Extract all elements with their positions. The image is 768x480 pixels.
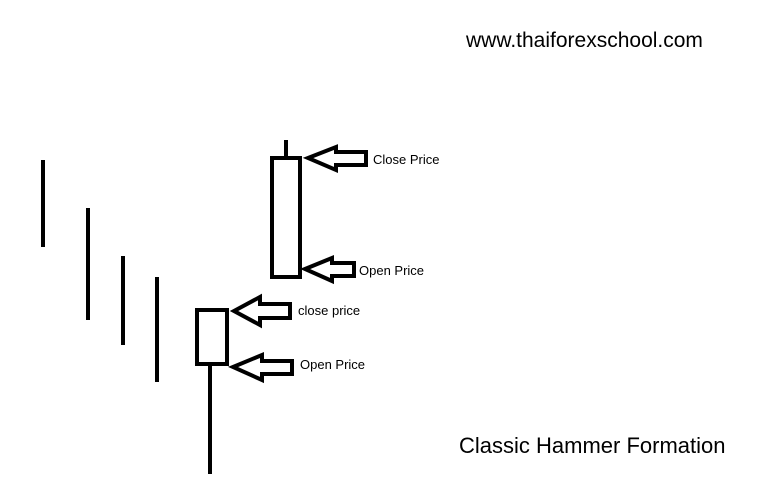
arrow-left-icon — [229, 293, 292, 329]
bullish-candle-body — [270, 156, 302, 279]
upper-open-price-label: Open Price — [359, 263, 424, 278]
arrow-left-icon — [227, 352, 294, 384]
formation-title: Classic Hammer Formation — [459, 433, 726, 458]
lower-open-price-label: Open Price — [300, 357, 365, 372]
bullish-candle — [270, 140, 302, 279]
hammer-candle — [195, 308, 229, 474]
arrow-left-icon — [302, 144, 368, 174]
hammer-candle-body — [195, 308, 229, 366]
arrow-left-icon — [299, 255, 356, 285]
downtrend-lines — [41, 160, 159, 382]
lower-close-price-label: close price — [298, 303, 360, 318]
upper-close-price-label: Close Price — [373, 152, 439, 167]
website-url: www.thaiforexschool.com — [465, 29, 703, 52]
